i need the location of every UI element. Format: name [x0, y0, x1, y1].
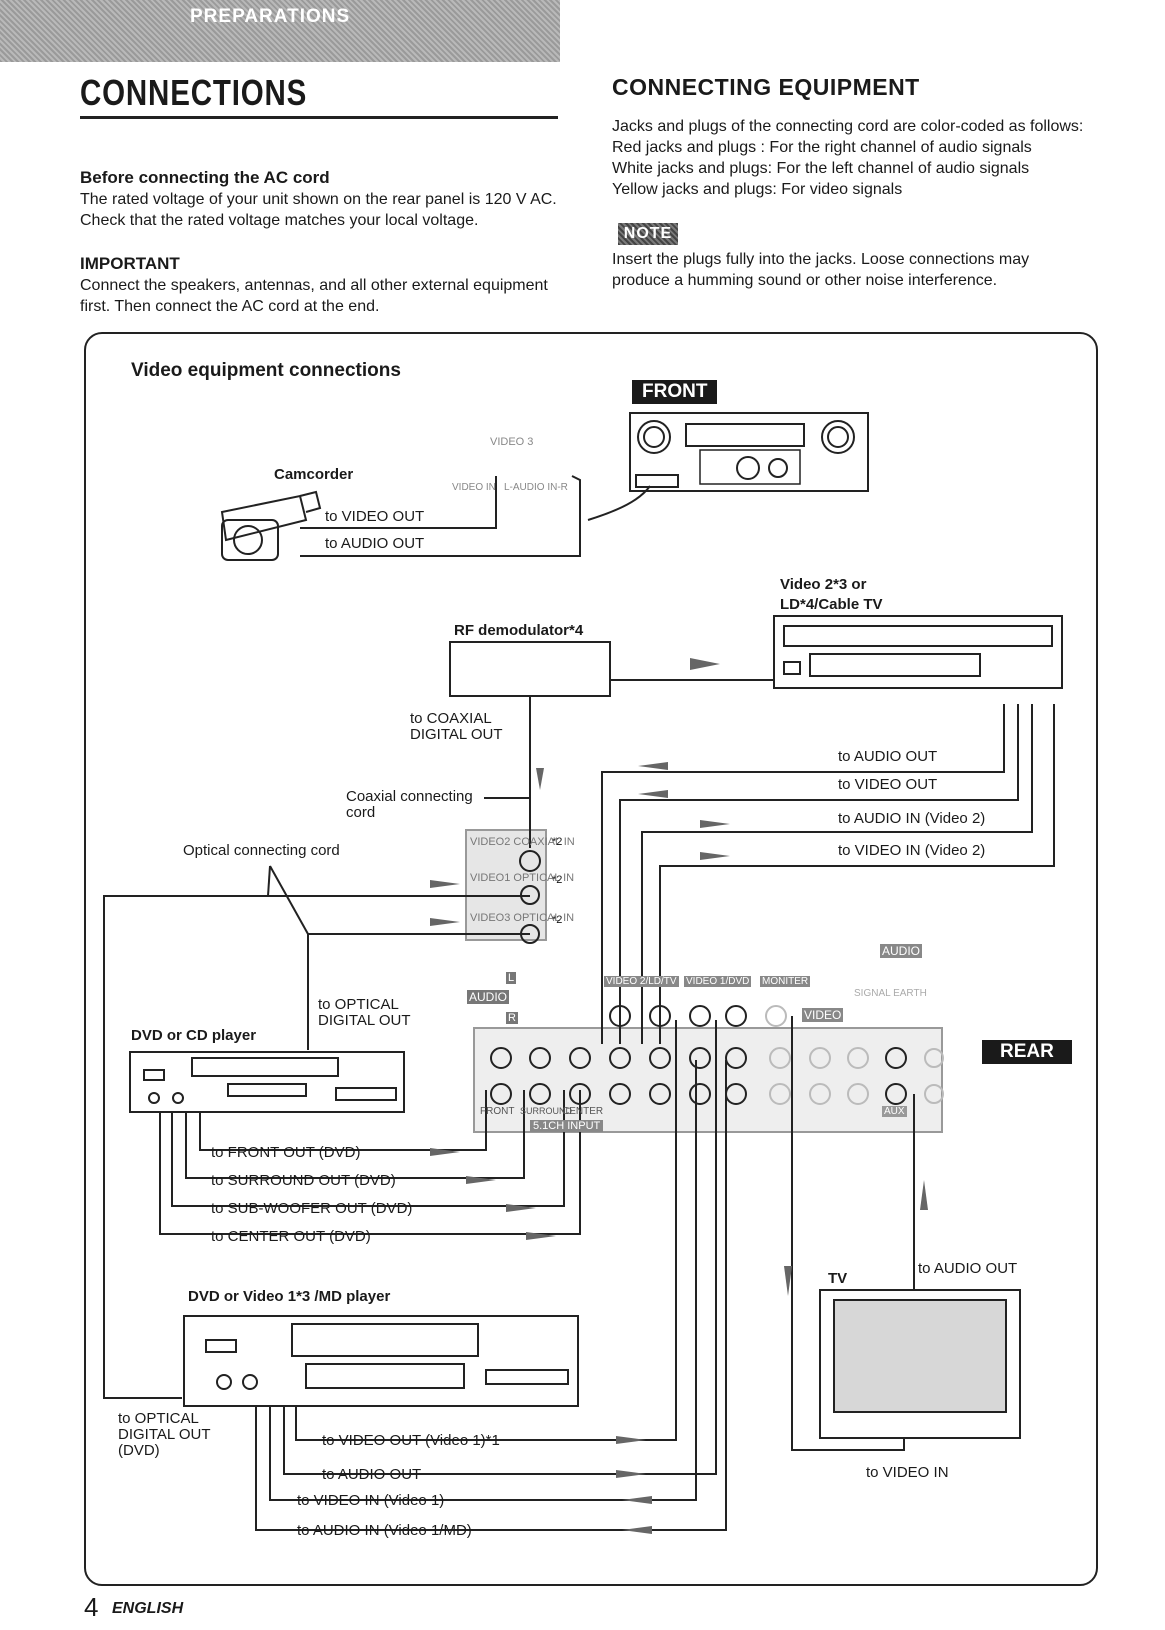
- panel-audio-label: AUDIO: [467, 990, 510, 1004]
- panel-video-label: VIDEO: [802, 1008, 844, 1022]
- color-code-line-4: Yellow jacks and plugs: For video signal…: [612, 181, 903, 198]
- panel-optical1-label: VIDEO1 OPTICAL IN: [470, 872, 575, 884]
- opt-dvd-label-1: to OPTICAL: [118, 1410, 199, 1427]
- video2-label-1: Video 2*3 or: [780, 576, 867, 593]
- v2-video-in-label: to VIDEO IN (Video 2): [838, 842, 986, 859]
- coaxial-out-label-2: DIGITAL OUT: [410, 726, 503, 743]
- v2-audio-out-label: to AUDIO OUT: [838, 748, 938, 765]
- language-label: ENGLISH: [112, 1600, 184, 1617]
- panel-l-label: L: [506, 972, 517, 984]
- dvd-md-player-body: [183, 1315, 579, 1407]
- panel-monitor-label: MONITER: [760, 976, 811, 987]
- tv-video-in-label: to VIDEO IN: [866, 1464, 949, 1481]
- coaxial-cord-label-2: cord: [346, 804, 376, 821]
- video2-deck-body: [773, 615, 1063, 689]
- banner-label: PREPARATIONS: [190, 6, 351, 27]
- rear-tag: REAR: [982, 1040, 1072, 1064]
- page-title: CONNECTIONS: [80, 72, 308, 113]
- important-heading: IMPORTANT: [80, 254, 180, 273]
- v2-video-out-label: to VIDEO OUT: [838, 776, 938, 793]
- v2-audio-in-label: to AUDIO IN (Video 2): [838, 810, 986, 827]
- video3-label: VIDEO 3: [490, 436, 534, 448]
- star2-coaxial: *2: [552, 836, 563, 848]
- title-rule: [80, 116, 558, 119]
- rf-demodulator-label: RF demodulator*4: [454, 622, 584, 639]
- panel-surround-label: SURROUND: [520, 1106, 573, 1116]
- opt-dvd-label-2: DIGITAL OUT: [118, 1426, 211, 1443]
- color-code-line-3: White jacks and plugs: For the left chan…: [612, 160, 1030, 177]
- panel-right-audio-label: AUDIO: [880, 944, 923, 958]
- v1-audio-in-label: to AUDIO IN (Video 1/MD): [297, 1522, 472, 1539]
- panel-video1dvd-label: VIDEO 1/DVD: [684, 976, 752, 987]
- dvd-md-label: DVD or Video 1*3 /MD player: [188, 1288, 391, 1305]
- note-text: Insert the plugs fully into the jacks. L…: [612, 251, 1030, 289]
- opt-dvd-label-3: (DVD): [118, 1442, 160, 1459]
- dvd-cd-label: DVD or CD player: [131, 1027, 257, 1044]
- panel-front-label: FRONT: [480, 1106, 515, 1117]
- color-code-line-2: Red jacks and plugs : For the right chan…: [612, 139, 1032, 156]
- v1-audio-out-label: to AUDIO OUT: [322, 1466, 422, 1483]
- v1-video-in-label: to VIDEO IN (Video 1): [297, 1492, 445, 1509]
- panel-coaxial-label: VIDEO2 COAXIAL IN: [470, 836, 575, 848]
- cam-video-out-label: to VIDEO OUT: [325, 508, 425, 525]
- front-out-label: to FRONT OUT (DVD): [211, 1144, 361, 1161]
- front-tag: FRONT: [632, 380, 718, 404]
- diagram-panel: [84, 332, 1098, 1586]
- page-number: 4: [84, 1592, 99, 1622]
- tv-body: [819, 1289, 1021, 1439]
- surround-out-label: to SURROUND OUT (DVD): [211, 1172, 396, 1189]
- tv-label: TV: [828, 1270, 848, 1287]
- panel-signal-earth-label: SIGNAL EARTH: [854, 988, 927, 999]
- star2-optical3: *2: [552, 914, 563, 926]
- ac-text: The rated voltage of your unit shown on …: [80, 191, 557, 229]
- ac-heading: Before connecting the AC cord: [80, 168, 330, 187]
- video-in-jack-label: VIDEO IN: [452, 482, 496, 493]
- diagram-title: Video equipment connections: [131, 360, 401, 381]
- optical-out-label-2: DIGITAL OUT: [318, 1012, 411, 1029]
- optical-out-label-1: to OPTICAL: [318, 996, 399, 1013]
- center-out-label: to CENTER OUT (DVD): [211, 1228, 371, 1245]
- panel-center-label: CENTER: [562, 1106, 604, 1117]
- panel-r-label: R: [506, 1012, 518, 1024]
- panel-aux-label: AUX: [882, 1106, 907, 1117]
- audio-in-jack-label: L-AUDIO IN-R: [504, 482, 568, 493]
- coaxial-cord-label-1: Coaxial connecting: [346, 788, 473, 805]
- rear-panel: [473, 1027, 943, 1133]
- optical-cord-label: Optical connecting cord: [183, 842, 340, 859]
- panel-optical3-label: VIDEO3 OPTICAL IN: [470, 912, 575, 924]
- section-banner: PREPARATIONS: [0, 0, 560, 62]
- panel-video2ldtv-label: VIDEO 2/LD/TV: [604, 976, 679, 987]
- camcorder-label: Camcorder: [274, 466, 354, 483]
- subwoofer-out-label: to SUB-WOOFER OUT (DVD): [211, 1200, 413, 1217]
- panel-51-label: 5.1CH INPUT: [530, 1120, 604, 1132]
- note-badge: NOTE: [618, 223, 678, 245]
- video2-label-2: LD*4/Cable TV: [780, 596, 883, 613]
- cam-audio-out-label: to AUDIO OUT: [325, 535, 425, 552]
- rf-demodulator-box: [449, 641, 611, 697]
- coaxial-out-label-1: to COAXIAL: [410, 710, 492, 727]
- color-code-line-1: Jacks and plugs of the connecting cord a…: [612, 118, 1084, 135]
- front-receiver-body: [629, 412, 869, 492]
- tv-audio-out-label: to AUDIO OUT: [918, 1260, 1018, 1277]
- connecting-equipment-title: CONNECTING EQUIPMENT: [612, 74, 920, 100]
- v1-video-out-label: to VIDEO OUT (Video 1)*1: [322, 1432, 500, 1449]
- star2-optical1: *2: [552, 874, 563, 886]
- important-text: Connect the speakers, antennas, and all …: [80, 277, 548, 315]
- dvd-cd-player-body: [129, 1051, 405, 1113]
